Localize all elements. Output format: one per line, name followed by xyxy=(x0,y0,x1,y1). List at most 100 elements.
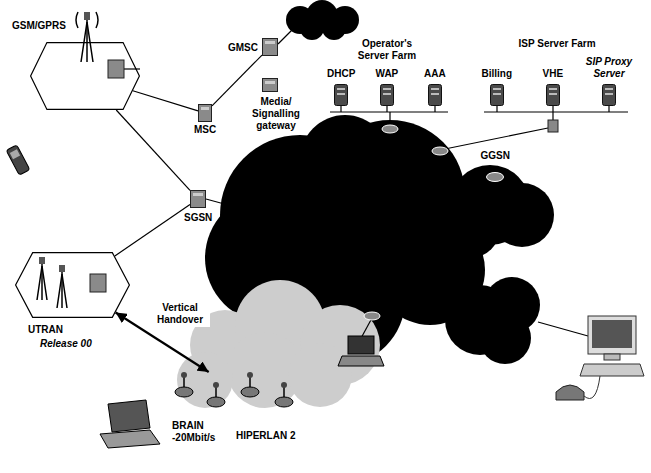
cell-hexagon-outline xyxy=(30,42,140,110)
cloud-part xyxy=(479,312,531,364)
wire xyxy=(389,112,390,125)
wires xyxy=(124,30,628,340)
server-body xyxy=(491,85,504,106)
server-body xyxy=(381,85,394,106)
switch-icon xyxy=(548,120,558,132)
server-body xyxy=(335,85,348,106)
wire xyxy=(552,106,553,112)
node-label: GGSN xyxy=(481,150,510,162)
server-body xyxy=(603,85,616,106)
node-label: WAP xyxy=(376,68,399,80)
wire xyxy=(552,112,553,120)
router-icon xyxy=(364,312,380,320)
cloud-part xyxy=(177,352,233,408)
node-label: SGSN xyxy=(184,212,212,224)
node-label: GSM/GPRS xyxy=(12,20,66,32)
node-label: MSC xyxy=(194,124,216,136)
node-label: SIP Proxy Server xyxy=(580,56,638,80)
radio-waves xyxy=(76,12,98,28)
switch-box: MSC xyxy=(198,104,212,122)
ap-tip xyxy=(247,372,253,378)
phone-cord xyxy=(584,376,600,399)
access-points xyxy=(175,372,293,407)
hexagon-cell xyxy=(31,43,140,110)
server-slot xyxy=(337,93,345,95)
switch-box-outline xyxy=(190,190,206,208)
server-body xyxy=(547,85,560,106)
wire xyxy=(608,106,609,112)
access-point xyxy=(207,382,225,407)
top-cloud xyxy=(286,0,359,40)
node-label: AAA xyxy=(424,68,446,80)
cloud-part xyxy=(322,16,346,40)
cell-hexagon: GSM/GPRS xyxy=(30,42,140,110)
wire xyxy=(386,106,387,112)
cloud-part xyxy=(300,115,390,205)
server-slot xyxy=(605,88,613,90)
access-point xyxy=(275,382,293,407)
phone-body xyxy=(6,145,30,175)
access-point-group: BRAIN -20Mbit/sHIPERLAN 2 xyxy=(170,372,310,412)
wire xyxy=(538,322,588,336)
server-icon: VHE xyxy=(546,84,560,106)
connector-line xyxy=(116,110,190,190)
base-station xyxy=(108,60,124,78)
server-slot xyxy=(383,88,391,90)
server-slot xyxy=(549,93,557,95)
bus-line xyxy=(484,111,628,112)
access-cloud xyxy=(177,280,380,408)
antenna xyxy=(59,265,65,272)
connector-line xyxy=(115,204,190,256)
box-panel xyxy=(201,107,209,110)
node-label: Operator's Server Farm xyxy=(351,38,423,62)
utran-towers xyxy=(37,260,67,308)
ap-base xyxy=(207,397,225,407)
wire xyxy=(278,30,292,44)
cloud-part xyxy=(440,198,500,258)
router-icon xyxy=(432,147,448,155)
switch-box-outline xyxy=(198,104,212,122)
box-panel xyxy=(193,193,203,196)
laptop xyxy=(100,400,160,448)
tower-legs xyxy=(57,274,67,308)
server-farm: ISP Server FarmBillingVHE SIP Proxy Serve… xyxy=(468,36,646,112)
server-slot xyxy=(431,88,439,90)
cloud-part xyxy=(490,183,554,247)
router-icon xyxy=(382,125,398,133)
box-panel xyxy=(265,81,275,84)
node-label: Media/ Signalling gateway xyxy=(245,96,307,132)
server-slot xyxy=(383,93,391,95)
monitor-screen xyxy=(592,320,632,348)
ap-base xyxy=(241,387,259,397)
switch-box-outline xyxy=(262,38,278,56)
server-slot xyxy=(431,93,439,95)
wire xyxy=(340,106,341,112)
server-icon: WAP xyxy=(380,84,394,106)
node-label: Billing xyxy=(482,68,513,80)
switch-box: SGSN xyxy=(190,190,206,208)
monitor-stand xyxy=(604,354,620,360)
node-label: BRAIN -20Mbit/s xyxy=(172,420,230,444)
node-label: ISP Server Farm xyxy=(519,38,596,50)
edge-label: Vertical Handover xyxy=(150,301,210,327)
ggsn-cloud xyxy=(440,165,554,258)
server-icon-outline xyxy=(546,84,560,106)
server-slot xyxy=(549,88,557,90)
antenna xyxy=(39,257,45,264)
access-point xyxy=(175,372,193,397)
antenna xyxy=(84,12,90,20)
wire xyxy=(440,128,548,150)
server-icon: DHCP xyxy=(334,84,348,106)
server-slot xyxy=(493,93,501,95)
box-body xyxy=(263,39,278,56)
server-slot xyxy=(493,88,501,90)
node-label: DHCP xyxy=(327,68,355,80)
server-icon: SIP Proxy Server xyxy=(602,84,616,106)
gateway-box: Media/ Signalling gateway xyxy=(262,78,278,92)
cloud-part xyxy=(288,343,352,407)
router-node-outline xyxy=(486,172,504,182)
node-label: Release 00 xyxy=(40,338,92,350)
server-icon-outline xyxy=(490,84,504,106)
hexagon-cell xyxy=(16,253,130,318)
